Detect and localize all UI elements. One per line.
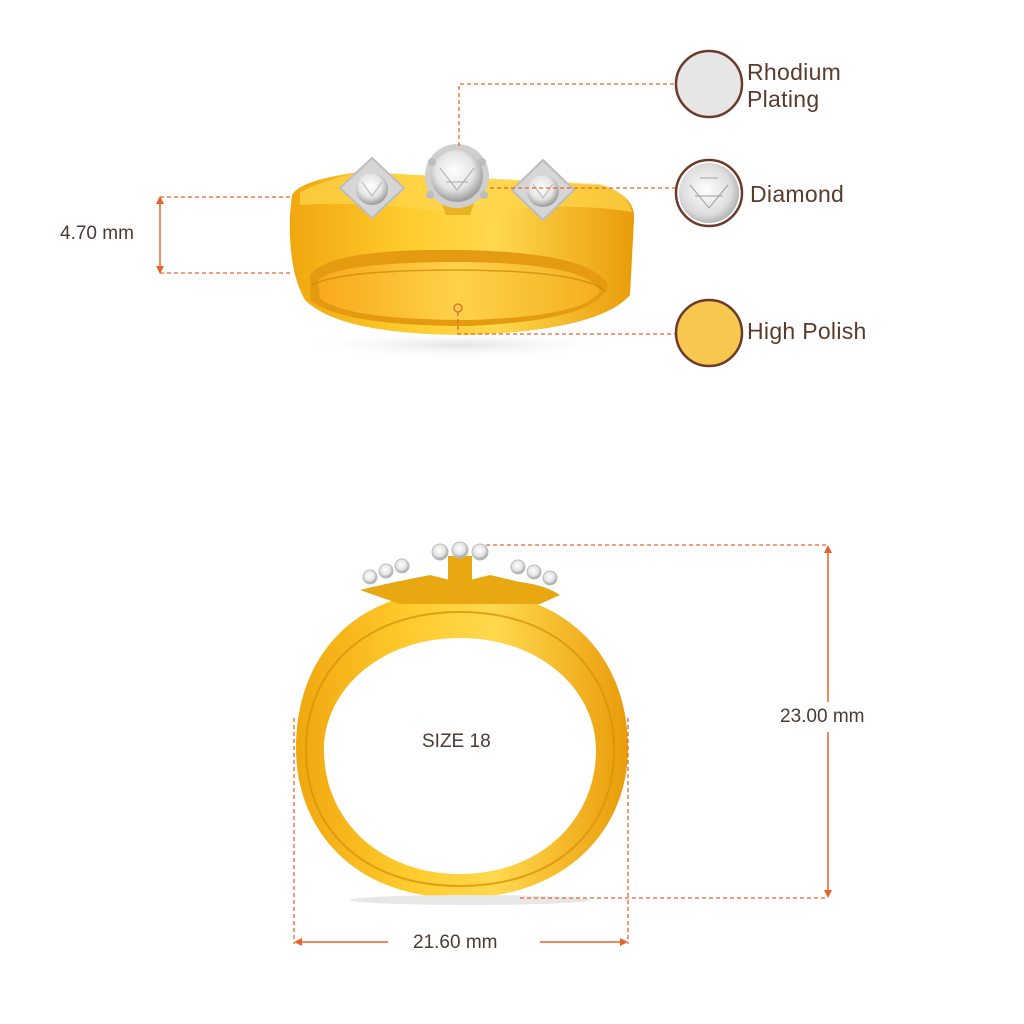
leader-lines-bottom bbox=[293, 544, 828, 944]
leader-lines-top bbox=[160, 83, 678, 335]
front-stones-center bbox=[431, 541, 489, 590]
material-label-rhodium-line2: Plating bbox=[747, 86, 820, 112]
ring-perspective-view bbox=[289, 144, 635, 359]
ring-front-view bbox=[296, 541, 628, 905]
diamond-stone-right bbox=[510, 158, 576, 222]
swatch-diamond bbox=[674, 158, 744, 228]
band-width-label: 4.70 mm bbox=[60, 223, 134, 244]
ring-width-label: 21.60 mm bbox=[413, 932, 498, 953]
material-label-rhodium: Rhodium Plating bbox=[747, 59, 841, 113]
material-label-high-polish: High Polish bbox=[747, 318, 867, 344]
ring-size-label: SIZE 18 bbox=[422, 731, 491, 752]
width-dimension-line bbox=[294, 938, 628, 946]
band-width-dimension-line bbox=[156, 196, 164, 274]
swatch-rhodium bbox=[674, 49, 744, 119]
height-dimension-line bbox=[824, 545, 832, 898]
diamond-stone-left bbox=[338, 156, 406, 220]
front-stones-left bbox=[362, 558, 410, 585]
swatch-high-polish bbox=[674, 298, 744, 368]
diamond-stone-center bbox=[425, 144, 489, 215]
polish-marker bbox=[453, 303, 463, 313]
front-stones-right bbox=[510, 559, 558, 586]
ring-height-label: 23.00 mm bbox=[780, 706, 865, 727]
material-label-diamond: Diamond bbox=[750, 181, 845, 207]
material-label-rhodium-line1: Rhodium bbox=[747, 59, 842, 85]
